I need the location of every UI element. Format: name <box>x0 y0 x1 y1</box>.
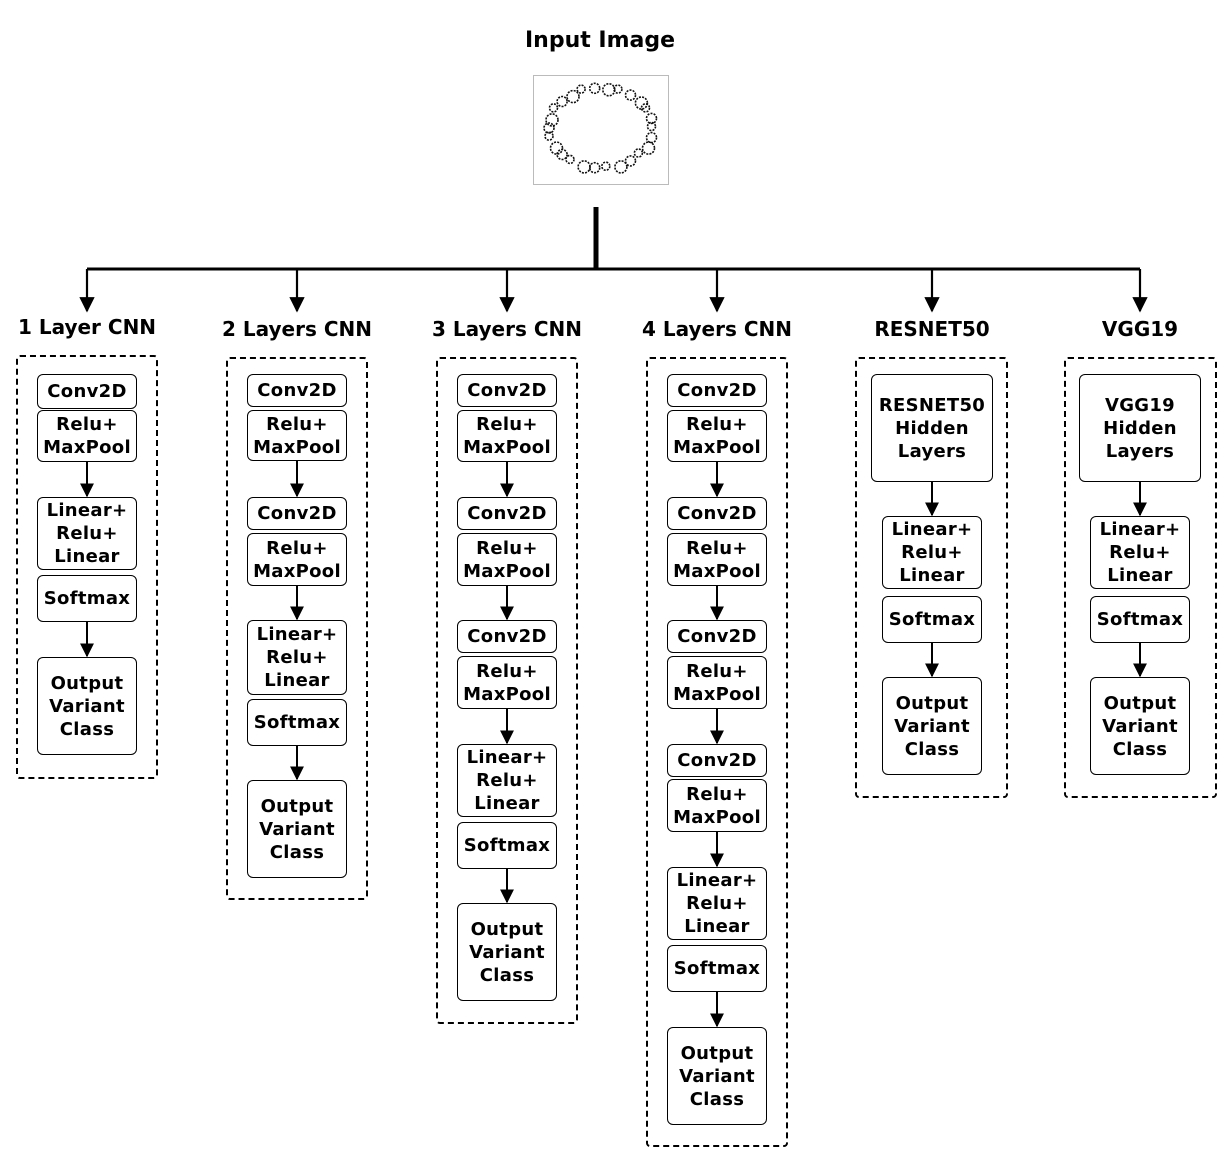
ring-circle <box>634 96 649 110</box>
ring-circle <box>543 122 555 134</box>
ring-circle <box>556 95 568 108</box>
ring-circle <box>614 160 628 174</box>
layer-block: Linear+ Relu+ Linear <box>247 620 347 695</box>
layer-block: Softmax <box>1090 596 1190 643</box>
layer-block: Conv2D <box>37 374 137 409</box>
layer-block: Softmax <box>667 945 767 992</box>
layer-block: Conv2D <box>667 620 767 653</box>
layer-block: Conv2D <box>457 620 557 653</box>
ring-circle <box>645 131 658 144</box>
layer-block: Output Variant Class <box>882 677 982 775</box>
ring-circle <box>602 83 616 97</box>
layer-block: Conv2D <box>667 497 767 530</box>
model-title: 3 Layers CNN <box>432 317 582 341</box>
model-panel <box>226 357 368 900</box>
input-image-title: Input Image <box>524 28 676 53</box>
layer-block: Output Variant Class <box>457 903 557 1001</box>
layer-block: RESNET50 Hidden Layers <box>871 374 993 482</box>
layer-block: Linear+ Relu+ Linear <box>37 497 137 570</box>
model-title: 2 Layers CNN <box>222 317 372 341</box>
layer-block: Relu+ MaxPool <box>457 410 557 462</box>
layer-block: Relu+ MaxPool <box>457 533 557 586</box>
layer-block: Relu+ MaxPool <box>667 656 767 709</box>
model-panel <box>436 357 578 1024</box>
ring-circle <box>588 161 601 174</box>
layer-block: VGG19 Hidden Layers <box>1079 374 1201 482</box>
ring-circle <box>548 103 559 113</box>
model-title: VGG19 <box>1101 317 1179 341</box>
ring-circle <box>544 131 554 141</box>
ring-circle <box>566 89 580 104</box>
ring-circle <box>641 141 656 155</box>
layer-block: Linear+ Relu+ Linear <box>667 867 767 940</box>
model-title: RESNET50 <box>874 317 990 341</box>
layer-block: Softmax <box>882 596 982 643</box>
layer-block: Linear+ Relu+ Linear <box>1090 516 1190 589</box>
layer-block: Softmax <box>457 822 557 869</box>
ring-circle <box>576 84 586 94</box>
layer-block: Linear+ Relu+ Linear <box>457 744 557 817</box>
layer-block: Relu+ MaxPool <box>247 533 347 586</box>
model-panel <box>646 357 788 1147</box>
input-image <box>533 75 669 185</box>
layer-block: Relu+ MaxPool <box>667 410 767 462</box>
ring-circle <box>624 89 637 101</box>
ring-circle <box>624 155 637 167</box>
layer-block: Conv2D <box>247 497 347 530</box>
layer-block: Conv2D <box>667 744 767 777</box>
ring-circle <box>645 112 658 125</box>
layer-block: Relu+ MaxPool <box>457 656 557 709</box>
layer-block: Softmax <box>37 575 137 622</box>
ring-circle <box>633 148 644 158</box>
model-title: 4 Layers CNN <box>642 317 792 341</box>
ring-circle <box>549 141 564 155</box>
model-title: 1 Layer CNN <box>17 315 157 339</box>
model-panel <box>16 355 158 779</box>
layer-block: Softmax <box>247 699 347 746</box>
layer-block: Conv2D <box>457 374 557 407</box>
layer-block: Output Variant Class <box>37 657 137 755</box>
ring-circle <box>646 121 657 132</box>
layer-block: Output Variant Class <box>667 1027 767 1125</box>
layer-block: Output Variant Class <box>1090 677 1190 775</box>
layer-block: Conv2D <box>667 374 767 407</box>
layer-block: Conv2D <box>457 497 557 530</box>
ring-circle <box>545 113 559 127</box>
layer-block: Relu+ MaxPool <box>667 779 767 832</box>
ring-of-circles-image <box>543 82 658 174</box>
layer-block: Relu+ MaxPool <box>667 533 767 586</box>
ring-circle <box>577 160 591 174</box>
ring-circle <box>588 82 601 95</box>
layer-block: Output Variant Class <box>247 780 347 878</box>
ring-circle <box>601 161 611 171</box>
model-panel <box>855 357 1008 798</box>
layer-block: Relu+ MaxPool <box>247 410 347 461</box>
model-panel <box>1064 357 1217 798</box>
layer-block: Linear+ Relu+ Linear <box>882 516 982 589</box>
layer-block: Conv2D <box>247 374 347 407</box>
layer-block: Relu+ MaxPool <box>37 410 137 462</box>
